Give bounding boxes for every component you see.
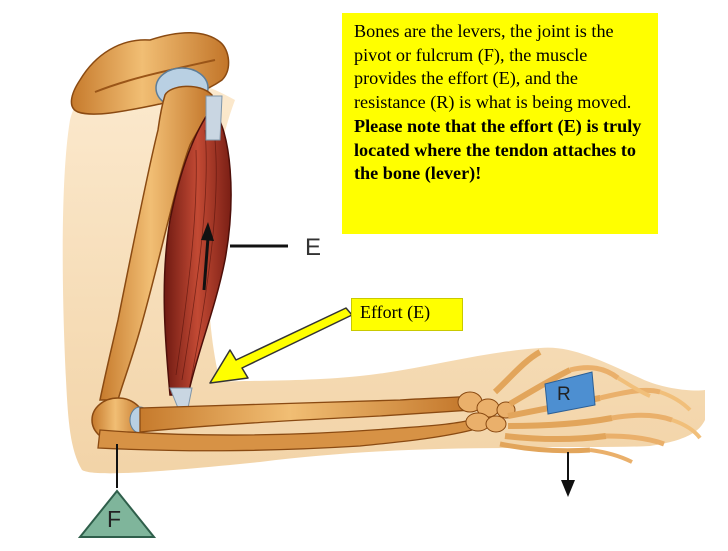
muscle-fibers (175, 129, 217, 386)
thumb-bones (492, 349, 542, 395)
explanation-note: Bones are the levers, the joint is the p… (342, 13, 658, 234)
fulcrum-triangle (77, 489, 157, 538)
carpal-bones (457, 391, 516, 433)
fulcrum-label: F (107, 506, 122, 532)
effort-label: E (305, 234, 322, 261)
resistance-label: R (557, 384, 571, 405)
biceps-muscle (163, 106, 232, 396)
arm-skin-silhouette (62, 71, 706, 474)
explanation-bold-text: Please note that the effort (E) is truly… (354, 115, 642, 184)
upper-tendon (205, 95, 223, 141)
contraction-arrow-head (201, 222, 214, 241)
resistance-arrow-head (561, 480, 575, 497)
resistance-marker (544, 371, 596, 415)
scapula-ridge (94, 59, 216, 93)
explanation-text: Bones are the levers, the joint is the p… (354, 21, 632, 113)
effort-callout-label: Effort (E) (351, 298, 463, 331)
contraction-arrow (202, 237, 210, 291)
effort-callout-arrow (209, 307, 353, 384)
